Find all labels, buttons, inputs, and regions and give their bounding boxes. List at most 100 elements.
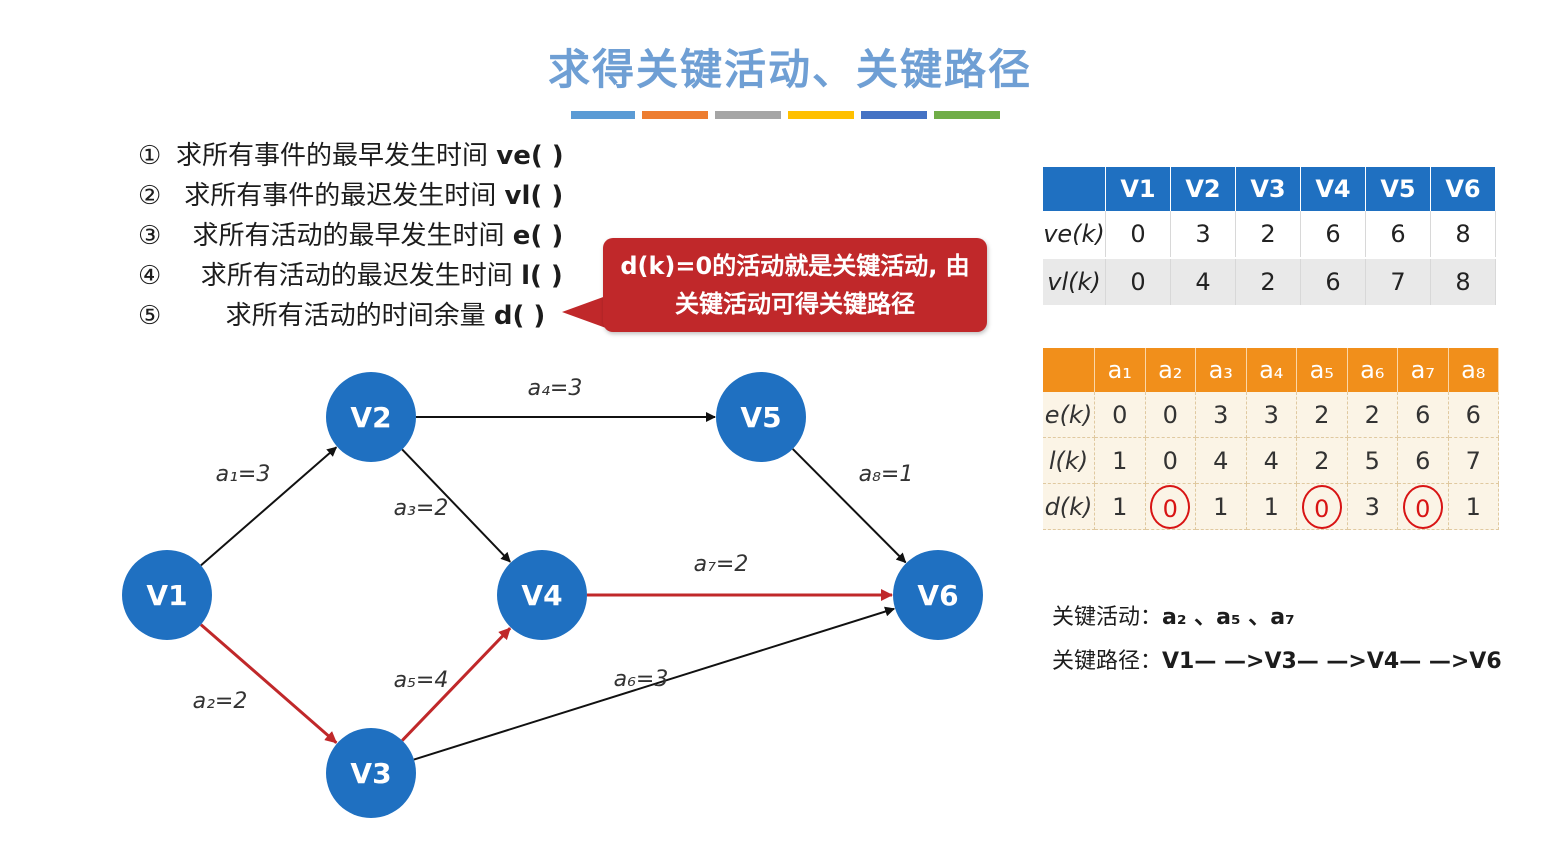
vertex-header: V3: [1235, 167, 1301, 211]
result-summary: 关键活动：a₂ 、a₅ 、a₇ 关键路径：V1— —>V3— —>V4— —>V…: [1052, 596, 1502, 684]
table-cell: 2: [1296, 392, 1348, 438]
table-cell: 3: [1170, 211, 1236, 259]
activity-header: a₃: [1195, 348, 1247, 392]
table-cell: 7: [1448, 437, 1499, 484]
table-cell: 6: [1300, 258, 1366, 305]
node-circle: [893, 550, 983, 640]
edge-label: a₁=3: [216, 462, 271, 487]
node-circle: [326, 728, 416, 818]
table-cell: 6: [1300, 211, 1366, 259]
table-cell: 1: [1195, 483, 1247, 530]
critical-activities-line: 关键活动：a₂ 、a₅ 、a₇: [1052, 596, 1502, 640]
edge-label: a₃=2: [394, 496, 449, 521]
table-cell: 6: [1397, 437, 1449, 484]
table-cell: 1: [1094, 437, 1146, 484]
table-cell: 8: [1430, 258, 1496, 305]
zero-slack-highlight: 0: [1402, 484, 1443, 529]
activity-table-header-row: a₁ a₂ a₃ a₄ a₅ a₆ a₇ a₈: [1043, 348, 1499, 392]
step-function: ve( ): [496, 141, 564, 171]
step-item: ⑤ 求所有活动的时间余量 d( ): [138, 296, 564, 336]
color-bar-segment: [642, 111, 708, 119]
table-row-l: l(k) 1 0 4 4 2 5 6 7: [1043, 437, 1499, 484]
callout-pointer: [562, 296, 606, 328]
vertex-time-table: V1 V2 V3 V4 V5 V6 ve(k) 0 3 2 6 6 8 vl(k…: [1043, 167, 1496, 305]
table-cell: 3: [1195, 392, 1247, 438]
table-row-d: d(k) 1 0 1 1 0 3 0 1: [1043, 483, 1499, 530]
table-cell: 0: [1145, 392, 1196, 438]
table-cell: 2: [1235, 211, 1301, 259]
step-function: vl( ): [504, 181, 564, 211]
node-v1: V1: [122, 550, 212, 640]
callout-box: d(k)=0的活动就是关键活动, 由 关键活动可得关键路径: [603, 238, 987, 332]
table-cell: 1: [1246, 483, 1297, 530]
edge-label: a₆=3: [614, 667, 669, 692]
zero-slack-highlight: 0: [1301, 484, 1342, 529]
callout-line: 关键活动可得关键路径: [675, 290, 915, 318]
row-label: e(k): [1043, 392, 1095, 438]
table-cell: 2: [1296, 437, 1348, 484]
table-row-ve: ve(k) 0 3 2 6 6 8: [1043, 211, 1496, 259]
step-number: ④: [138, 261, 162, 291]
table-cell: 0: [1145, 437, 1196, 484]
edge-v2-v4: [401, 448, 511, 563]
critical-activities-label: 关键活动：: [1052, 605, 1163, 630]
critical-activities-value: a₂ 、a₅ 、a₇: [1162, 605, 1295, 630]
step-number: ③: [138, 221, 162, 251]
table-row-e: e(k) 0 0 3 3 2 2 6 6: [1043, 392, 1499, 438]
table-cell: 1: [1448, 483, 1499, 530]
edge-label: a₈=1: [859, 462, 914, 487]
color-bar-segment: [571, 111, 635, 119]
table-cell: 4: [1246, 437, 1297, 484]
node-v4: V4: [497, 550, 587, 640]
step-text: 求所有事件的最迟发生时间: [176, 181, 505, 211]
edge-label: a₅=4: [394, 668, 449, 693]
table-cell: 2: [1347, 392, 1398, 438]
color-bar-segment: [934, 111, 1000, 119]
table-corner: [1043, 167, 1106, 211]
step-number: ①: [138, 141, 162, 171]
page-title: 求得关键活动、关键路径: [547, 45, 1032, 94]
step-text: 求所有活动的最早发生时间: [176, 221, 513, 251]
activity-header: a₄: [1246, 348, 1297, 392]
vertex-table-header-row: V1 V2 V3 V4 V5 V6: [1043, 167, 1496, 211]
critical-path-line: 关键路径：V1— —>V3— —>V4— —>V6: [1052, 640, 1502, 684]
step-function: l( ): [521, 261, 563, 291]
edge-v1-v3: [199, 623, 338, 744]
step-function: e( ): [512, 221, 564, 251]
step-item: ② 求所有事件的最迟发生时间 vl( ): [138, 176, 564, 216]
activity-header: a₅: [1296, 348, 1348, 392]
table-corner: [1043, 348, 1095, 392]
step-text: 求所有活动的最迟发生时间: [176, 261, 522, 291]
table-cell: 0: [1105, 211, 1171, 259]
activity-header: a₁: [1094, 348, 1146, 392]
node-v3: V3: [326, 728, 416, 818]
node-circle: [716, 372, 806, 462]
step-text: 求所有活动的时间余量: [176, 301, 494, 331]
node-v2: V2: [326, 372, 416, 462]
edge-label: a₇=2: [694, 552, 749, 577]
row-label: d(k): [1043, 483, 1095, 530]
table-cell: 6: [1397, 392, 1449, 438]
row-label: ve(k): [1043, 211, 1106, 259]
node-label: V2: [350, 401, 391, 434]
table-cell: 7: [1365, 258, 1431, 305]
table-cell: 6: [1365, 211, 1431, 259]
activity-time-table: a₁ a₂ a₃ a₄ a₅ a₆ a₇ a₈ e(k) 0 0 3 3 2 2…: [1043, 348, 1499, 530]
step-item: ③ 求所有活动的最早发生时间 e( ): [138, 216, 564, 256]
node-label: V5: [740, 401, 781, 434]
vertex-header: V4: [1300, 167, 1366, 211]
critical-path-value: V1— —>V3— —>V4— —>V6: [1162, 649, 1502, 674]
table-cell: 8: [1430, 211, 1496, 259]
zero-slack-highlight: 0: [1150, 484, 1191, 529]
node-v5: V5: [716, 372, 806, 462]
table-cell: 5: [1347, 437, 1398, 484]
activity-header: a₆: [1347, 348, 1398, 392]
edge-v1-v2: [200, 446, 338, 567]
table-cell: 0: [1397, 483, 1449, 530]
vertex-header: V6: [1430, 167, 1496, 211]
step-number: ⑤: [138, 301, 162, 331]
table-cell: 0: [1094, 392, 1146, 438]
color-bar-segment: [788, 111, 854, 119]
